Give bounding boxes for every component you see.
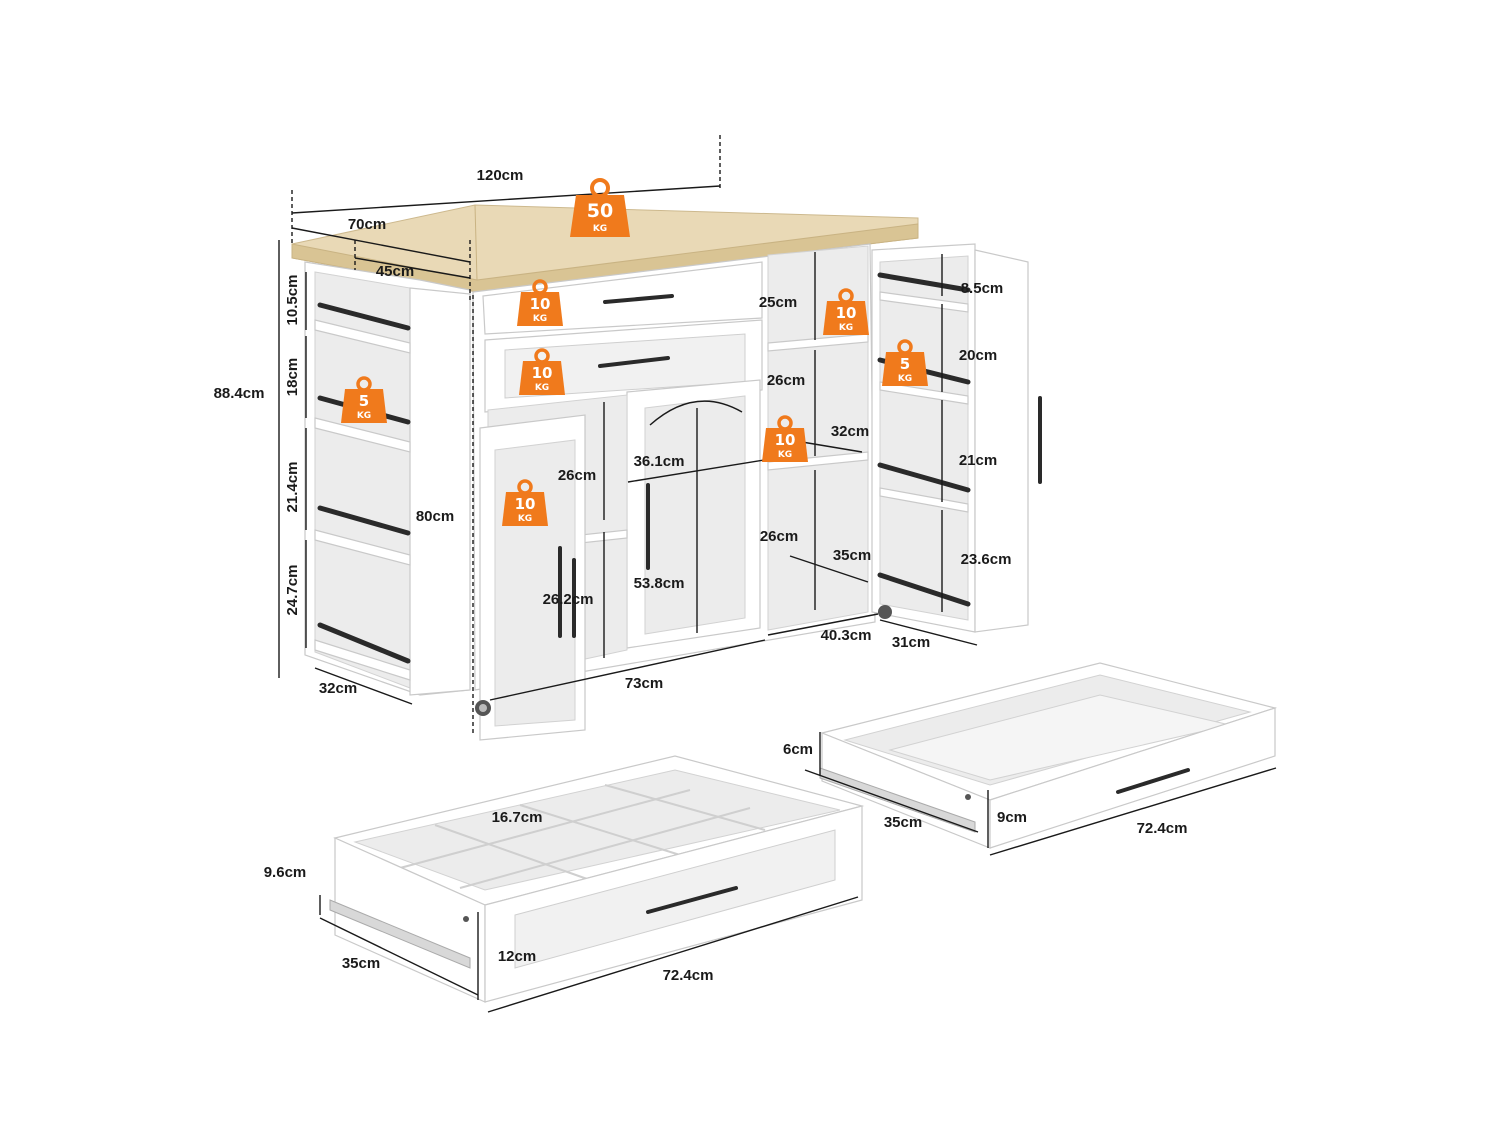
label-24-7cm: 24.7cm bbox=[284, 565, 301, 616]
label-20cm: 20cm bbox=[959, 347, 997, 364]
divided-drawer-handle bbox=[646, 886, 738, 914]
label-72-4cm-drawer1: 72.4cm bbox=[1137, 820, 1188, 837]
label-12cm: 12cm bbox=[498, 948, 536, 965]
label-120cm: 120cm bbox=[477, 167, 524, 184]
right-rack-door bbox=[871, 243, 1042, 633]
label-25cm: 25cm bbox=[759, 294, 797, 311]
label-26-2cm: 26.2cm bbox=[543, 591, 594, 608]
label-35cm-drawer1: 35cm bbox=[884, 814, 922, 831]
label-6cm: 6cm bbox=[783, 741, 813, 758]
label-70cm: 70cm bbox=[348, 216, 386, 233]
weight-unit: KG bbox=[357, 411, 371, 421]
weight-value: 10 bbox=[515, 495, 536, 513]
weight-value: 10 bbox=[836, 304, 857, 322]
label-21cm: 21cm bbox=[959, 452, 997, 469]
label-16-7cm: 16.7cm bbox=[492, 809, 543, 826]
weight-value: 50 bbox=[587, 200, 613, 222]
weight-badge-left-shelf: 5 KG bbox=[341, 376, 387, 423]
weight-value: 10 bbox=[775, 431, 796, 449]
label-9-6cm: 9.6cm bbox=[264, 864, 307, 881]
weight-unit: KG bbox=[518, 514, 532, 524]
left-side-shelf-unit bbox=[304, 261, 471, 696]
label-32cm-side: 32cm bbox=[319, 680, 357, 697]
weight-value: 10 bbox=[532, 364, 553, 382]
label-80cm: 80cm bbox=[416, 508, 454, 525]
label-26cm-left: 26cm bbox=[558, 467, 596, 484]
label-45cm: 45cm bbox=[376, 263, 414, 280]
weight-badge-drawer-mid: 10 KG bbox=[519, 348, 565, 395]
top-drawer-handle bbox=[603, 294, 674, 304]
weight-unit: KG bbox=[533, 314, 547, 324]
weight-badge-right-shelf: 10 KG bbox=[762, 415, 808, 462]
middle-drawer-handle bbox=[598, 356, 670, 368]
weight-value: 5 bbox=[900, 355, 910, 373]
weight-value: 10 bbox=[530, 295, 551, 313]
label-21-4cm: 21.4cm bbox=[284, 462, 301, 513]
weight-badge-door-rack: 5 KG bbox=[882, 339, 928, 386]
deep-drawer-handle bbox=[1116, 768, 1190, 794]
weight-unit: KG bbox=[593, 224, 607, 234]
label-8-5cm: 8.5cm bbox=[961, 280, 1004, 297]
label-35cm-drawer2: 35cm bbox=[342, 955, 380, 972]
weight-badge-left-cabinet: 10 KG bbox=[502, 479, 548, 526]
dimension-labels: 120cm 70cm 45cm 88.4cm 10.5cm 18cm 21.4c… bbox=[214, 167, 1188, 984]
label-36-1cm: 36.1cm bbox=[634, 453, 685, 470]
label-32cm-right: 32cm bbox=[831, 423, 869, 440]
label-88-4cm: 88.4cm bbox=[214, 385, 265, 402]
label-10-5cm: 10.5cm bbox=[284, 275, 301, 326]
label-23-6cm: 23.6cm bbox=[961, 551, 1012, 568]
weight-unit: KG bbox=[535, 383, 549, 393]
label-73cm: 73cm bbox=[625, 675, 663, 692]
dimension-lines bbox=[278, 135, 978, 735]
weight-unit: KG bbox=[778, 450, 792, 460]
weight-value: 5 bbox=[359, 392, 369, 410]
label-9cm: 9cm bbox=[997, 809, 1027, 826]
countertop bbox=[291, 204, 919, 293]
label-53-8cm: 53.8cm bbox=[634, 575, 685, 592]
label-35cm-right: 35cm bbox=[833, 547, 871, 564]
label-72-4cm-drawer2: 72.4cm bbox=[663, 967, 714, 984]
label-31cm: 31cm bbox=[892, 634, 930, 651]
weight-badge-drawer-top: 10 KG bbox=[517, 279, 563, 326]
weight-badge-right-upper: 10 KG bbox=[823, 288, 869, 335]
weight-unit: KG bbox=[839, 323, 853, 333]
weight-unit: KG bbox=[898, 374, 912, 384]
label-18cm: 18cm bbox=[284, 358, 301, 396]
label-26cm-mid: 26cm bbox=[767, 372, 805, 389]
label-26cm-right: 26cm bbox=[760, 528, 798, 545]
deep-drawer bbox=[804, 662, 1278, 856]
divided-drawer bbox=[319, 755, 865, 1013]
label-40-3cm: 40.3cm bbox=[821, 627, 872, 644]
casters bbox=[475, 605, 892, 716]
weight-badge-top: 50 KG bbox=[570, 178, 630, 237]
